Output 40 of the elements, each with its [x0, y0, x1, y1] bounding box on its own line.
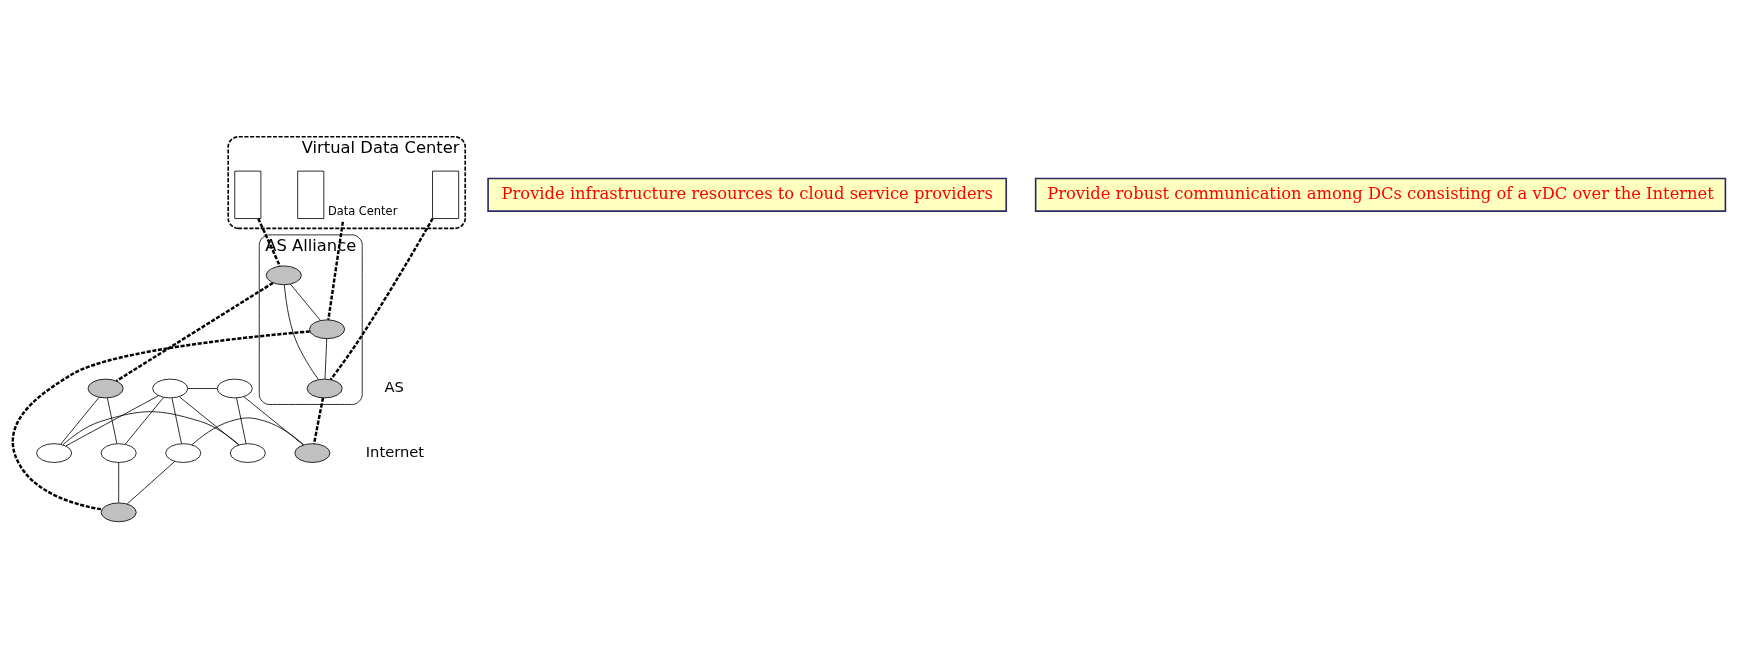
node-circle [151, 378, 188, 399]
node-circle [216, 378, 253, 399]
node-box [233, 170, 261, 219]
connector [65, 395, 159, 447]
connector [178, 396, 239, 446]
connector [171, 397, 182, 444]
node-circle [293, 443, 330, 463]
node-circle [164, 443, 201, 463]
node-circle [265, 265, 302, 286]
node-box: Provide robust communication among DCs consisting of a vDC over the Internet [1034, 177, 1726, 212]
connector [186, 388, 218, 389]
node-circle [87, 378, 124, 399]
connector [283, 284, 319, 380]
connector [124, 396, 164, 445]
connector [329, 217, 434, 381]
node-label: Data Center [327, 204, 397, 219]
connector [312, 397, 324, 444]
label: AS [383, 378, 404, 396]
connector [117, 462, 119, 504]
connector [235, 397, 246, 444]
label: Internet [365, 442, 424, 460]
node-circle [35, 443, 72, 463]
connector [289, 283, 321, 321]
node-circle [306, 378, 343, 399]
node-box [431, 170, 459, 219]
node-circle [100, 502, 137, 523]
connector [11, 330, 310, 511]
connector [126, 461, 175, 505]
connector [59, 396, 99, 445]
node-circle [229, 443, 266, 463]
connector [106, 397, 117, 444]
connector [324, 338, 327, 380]
cluster: AS Alliance [258, 234, 363, 405]
node-box: Provide infrastructure resources to cloud service providers [486, 177, 1007, 212]
node-circle [100, 443, 137, 463]
connector [243, 396, 304, 446]
connector [191, 417, 304, 446]
node-box [296, 170, 324, 219]
node-circle [308, 319, 345, 340]
connector [115, 281, 274, 382]
